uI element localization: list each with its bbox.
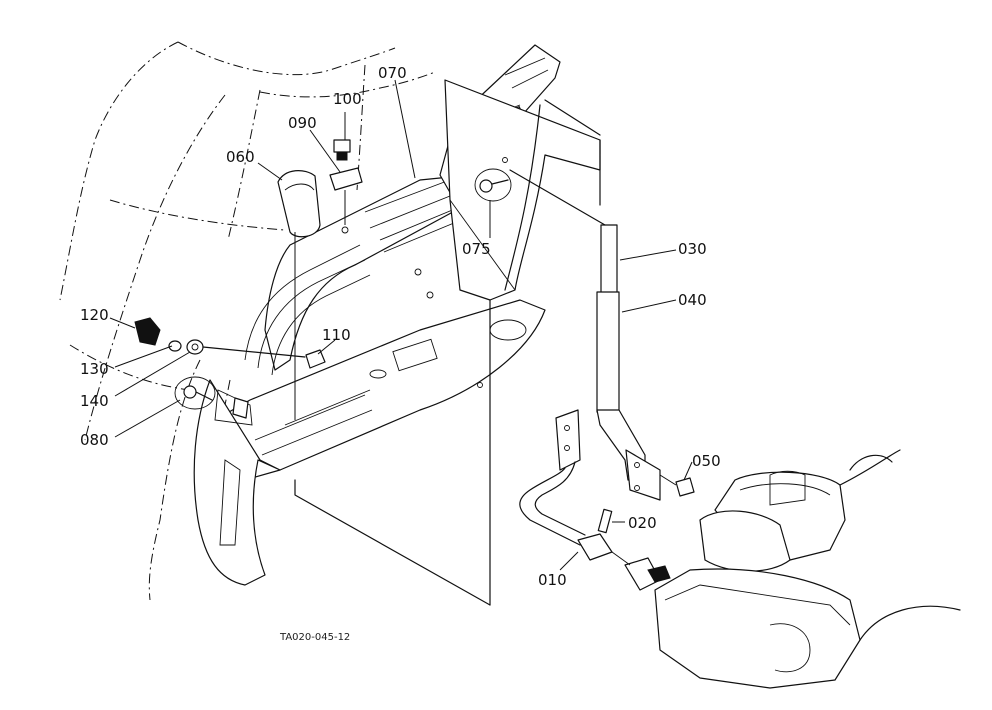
callout-140: 140 xyxy=(80,392,109,410)
transmission-outline xyxy=(611,449,961,689)
callout-120: 120 xyxy=(80,306,109,324)
callout-080: 080 xyxy=(80,431,109,449)
callout-010: 010 xyxy=(538,571,567,589)
grip-knob xyxy=(277,170,321,420)
bolt-050 xyxy=(659,474,695,497)
callout-060: 060 xyxy=(226,148,255,166)
bolt-and-clamp xyxy=(329,139,363,225)
callout-075: 075 xyxy=(462,240,491,258)
callout-labels: 070 100 090 060 075 030 040 120 110 130 … xyxy=(80,64,721,643)
callout-090: 090 xyxy=(288,114,317,132)
guide-plate xyxy=(193,44,601,606)
drawing-reference-code: TA020-045-12 xyxy=(279,632,350,643)
callout-100: 100 xyxy=(333,90,362,108)
bolt-080 xyxy=(174,376,249,419)
lower-lever-arm xyxy=(519,409,613,561)
leader-lines xyxy=(109,79,693,571)
bolt-075 xyxy=(474,168,512,202)
pin-020 xyxy=(597,508,613,534)
knob-bolt-assembly xyxy=(134,317,326,369)
callout-050: 050 xyxy=(692,452,721,470)
callout-110: 110 xyxy=(322,326,351,344)
callout-130: 130 xyxy=(80,360,109,378)
callout-070: 070 xyxy=(378,64,407,82)
callout-030: 030 xyxy=(678,240,707,258)
callout-020: 020 xyxy=(628,514,657,532)
callout-040: 040 xyxy=(678,291,707,309)
shift-lever xyxy=(509,169,661,501)
